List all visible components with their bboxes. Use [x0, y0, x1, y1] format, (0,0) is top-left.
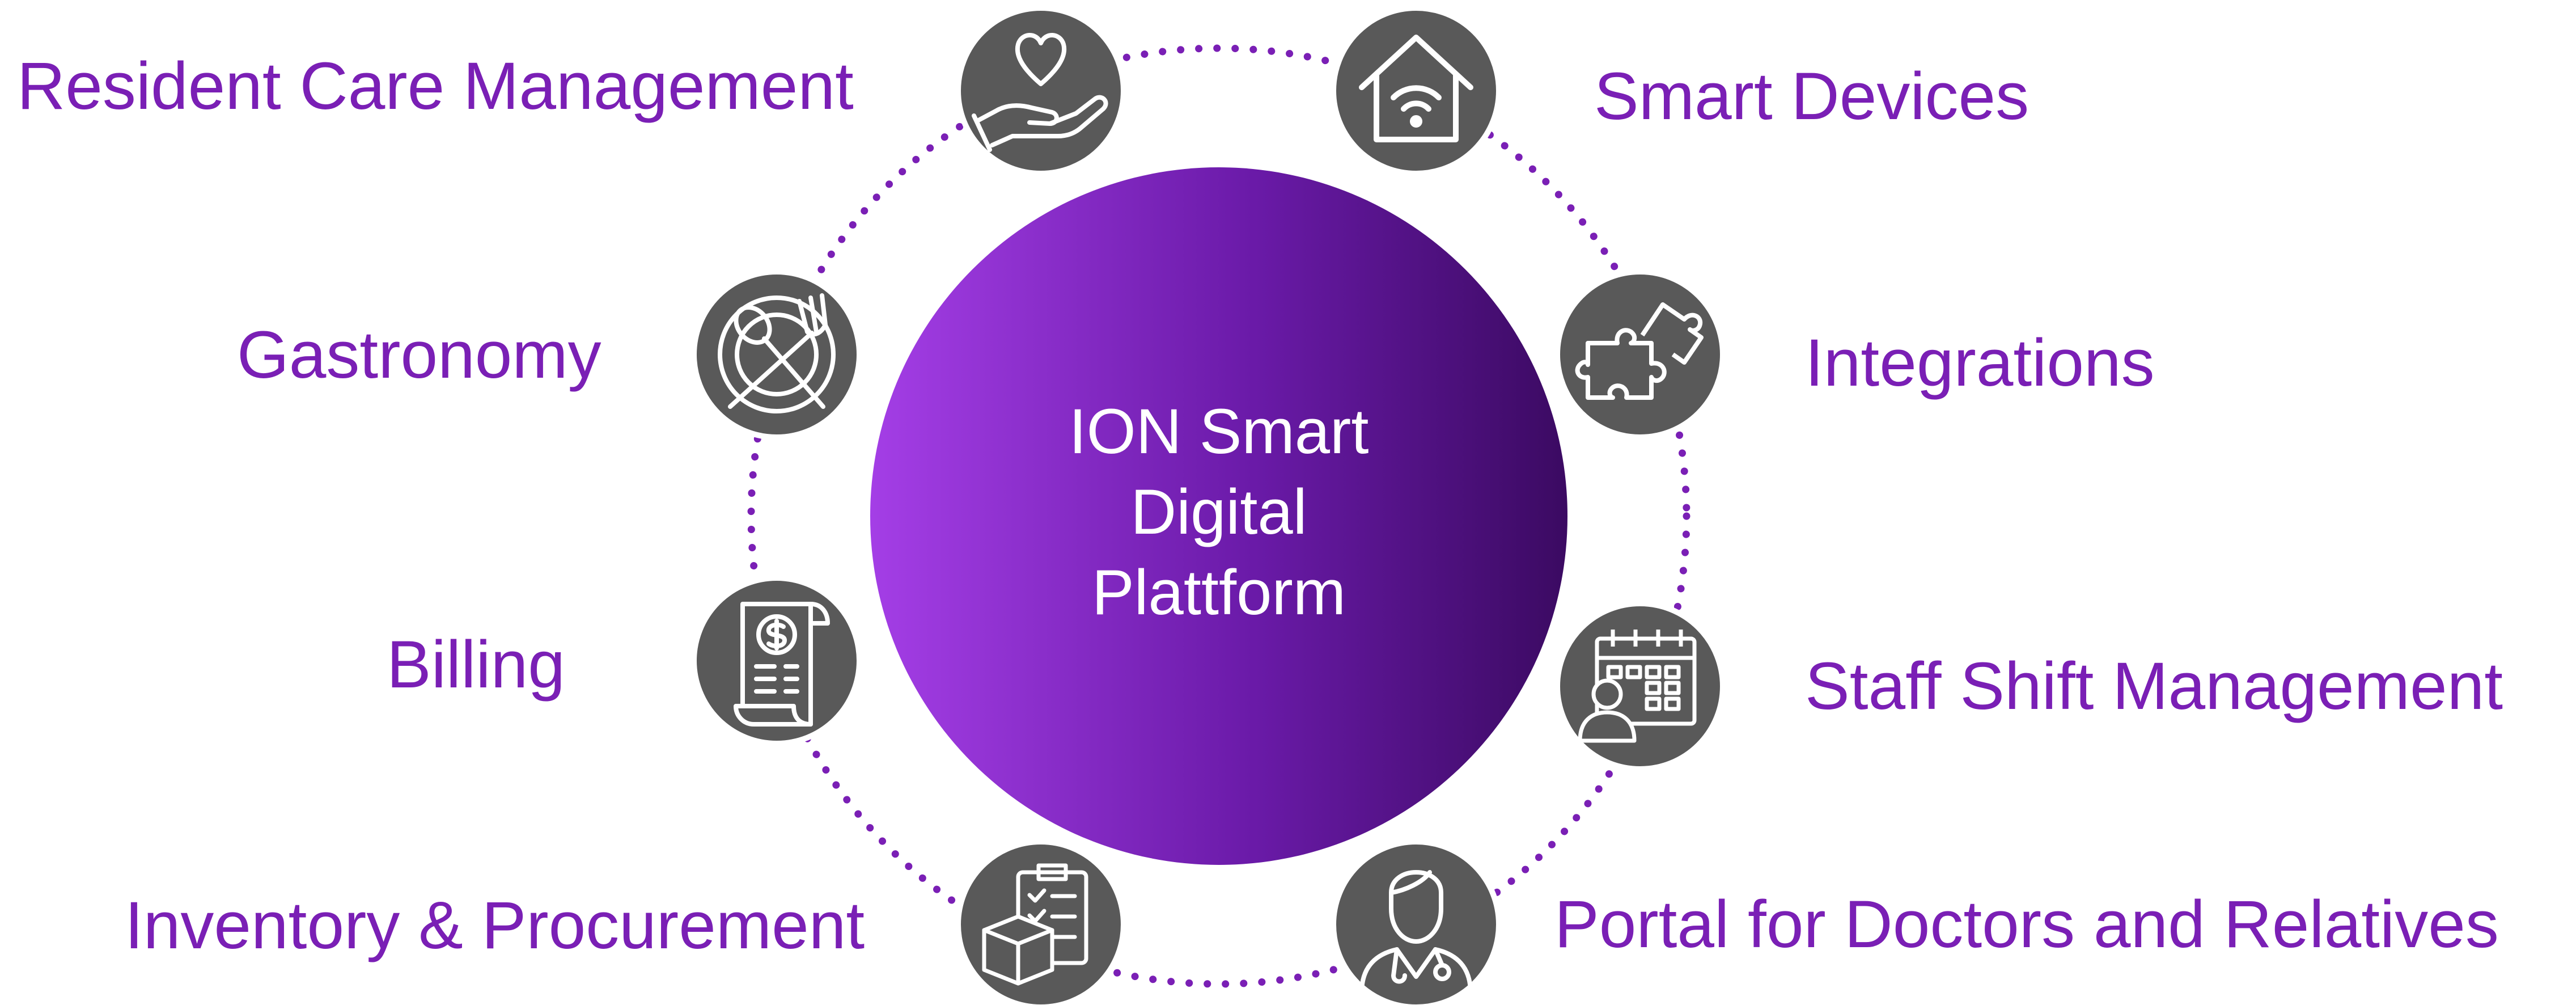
- doctor-icon: [1359, 870, 1473, 995]
- label-resident-care[interactable]: Resident Care Management: [17, 49, 854, 124]
- smart-home-icon: [1359, 35, 1473, 142]
- dotted-orbit-ring: [747, 44, 1690, 988]
- label-billing[interactable]: Billing: [387, 627, 565, 702]
- platform-title-line-2: Digital: [1130, 476, 1307, 547]
- portal-node[interactable]: [1331, 839, 1502, 1005]
- puzzle-pieces-icon: [1575, 302, 1704, 400]
- smart-devices-node[interactable]: [1331, 5, 1502, 176]
- integrations-node[interactable]: [1554, 269, 1726, 440]
- plate-fork-spoon-icon: [718, 293, 836, 413]
- label-portal[interactable]: Portal for Doctors and Relatives: [1554, 887, 2499, 962]
- label-inventory[interactable]: Inventory & Procurement: [125, 888, 865, 963]
- label-gastronomy[interactable]: Gastronomy: [237, 318, 601, 392]
- gastronomy-node[interactable]: [691, 269, 862, 440]
- clipboard-box-icon: [982, 863, 1088, 986]
- invoice-receipt-icon: [734, 602, 830, 727]
- label-smart-devices[interactable]: Smart Devices: [1594, 59, 2030, 134]
- label-integrations[interactable]: Integrations: [1805, 326, 2155, 400]
- staff-shift-node[interactable]: [1554, 601, 1726, 772]
- resident-care-node[interactable]: [955, 5, 1126, 176]
- platform-title-line-1: ION Smart: [1069, 396, 1369, 467]
- billing-node[interactable]: [691, 575, 862, 746]
- platform-title-line-3: Plattform: [1091, 557, 1346, 628]
- platform-hub-circle: [870, 167, 1567, 865]
- heart-in-hand-icon: [972, 33, 1108, 152]
- shift-calendar-icon: [1578, 630, 1697, 743]
- inventory-node[interactable]: [955, 839, 1126, 1005]
- platform-title: ION Smart Digital Plattform: [986, 391, 1451, 633]
- label-staff-shift[interactable]: Staff Shift Management: [1805, 649, 2503, 724]
